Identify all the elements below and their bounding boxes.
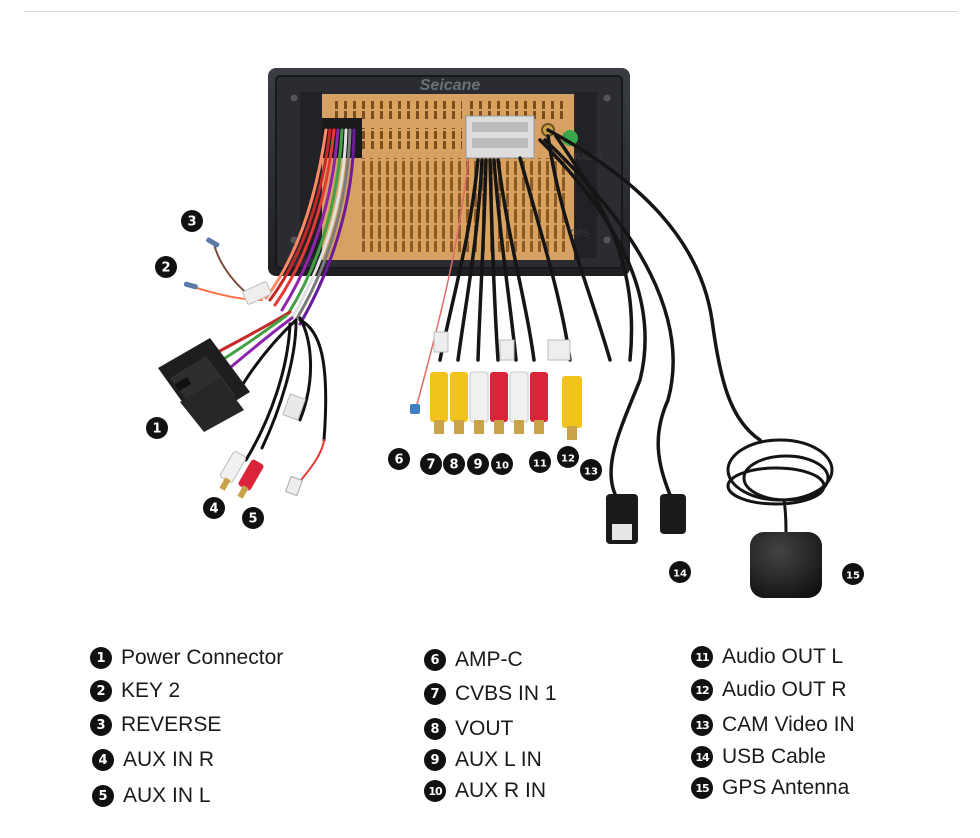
legend-label: Audio OUT L — [722, 645, 844, 668]
legend-number-badge: 13 — [691, 714, 713, 736]
top-divider — [24, 11, 958, 12]
callout-5: 5 — [242, 507, 264, 529]
legend-item-5: 5 AUX IN L — [92, 784, 211, 808]
legend-label: VOUT — [455, 717, 514, 740]
callout-number: 14 — [673, 569, 687, 580]
rca-bundle-wires — [415, 128, 762, 502]
callout-number: 11 — [533, 459, 547, 470]
legend-number-badge: 14 — [691, 746, 713, 768]
legend-item-12: 12 Audio OUT R — [691, 678, 847, 702]
rca-plugs-center — [430, 331, 582, 440]
legend-label: CAM Video IN — [722, 713, 855, 736]
legend-item-3: 3 REVERSE — [90, 713, 221, 737]
radio-port-label: RADIO — [574, 152, 603, 162]
callout-number: 6 — [394, 453, 403, 468]
callout-number: 1 — [152, 422, 161, 437]
legend-item-2: 2 KEY 2 — [90, 679, 180, 703]
legend-number-badge: 5 — [92, 785, 114, 807]
callout-number: 8 — [449, 458, 458, 473]
callout-number: 2 — [161, 261, 170, 276]
legend-label: AUX IN R — [123, 748, 215, 771]
legend-item-9: 9 AUX L IN — [424, 748, 542, 772]
callout-number: 13 — [584, 467, 598, 478]
legend-label: GPS Antenna — [722, 776, 850, 799]
callout-15: 15 — [842, 563, 864, 585]
key2-wire-tip — [183, 281, 198, 290]
legend-label: REVERSE — [121, 713, 222, 736]
callout-3: 3 — [181, 210, 203, 232]
brand-logo: Seicane — [420, 77, 481, 94]
callout-9: 9 — [467, 453, 489, 475]
callout-14: 14 — [669, 561, 691, 583]
legend-item-4: 4 AUX IN R — [92, 748, 214, 772]
callout-11: 11 — [529, 451, 551, 473]
callout-6: 6 — [388, 448, 410, 470]
legend-item-13: 13 CAM Video IN — [691, 713, 855, 737]
legend-number-badge: 1 — [90, 647, 112, 669]
legend-number-badge: 2 — [90, 680, 112, 702]
callout-4: 4 — [203, 497, 225, 519]
legend-number-badge: 8 — [424, 718, 446, 740]
callout-8: 8 — [443, 453, 465, 475]
legend-item-10: 10 AUX R IN — [424, 779, 546, 803]
legend-label: AUX IN L — [123, 784, 211, 807]
legend-label: Power Connector — [121, 646, 284, 669]
legend-number-badge: 11 — [691, 646, 713, 668]
wiring-diagram: RADIO GPS Seicane — [146, 68, 864, 598]
legend-item-6: 6 AMP-C — [424, 648, 523, 672]
legend-label: AUX L IN — [455, 748, 542, 771]
legend-label: AMP-C — [455, 648, 523, 671]
callout-number: 4 — [209, 502, 218, 517]
legend-number-badge: 3 — [90, 714, 112, 736]
callout-10: 10 — [491, 453, 513, 475]
legend-number-badge: 9 — [424, 749, 446, 771]
callout-number: 10 — [495, 461, 509, 472]
legend-number-badge: 10 — [424, 780, 446, 802]
legend-number-badge: 7 — [424, 683, 446, 705]
legend-label: KEY 2 — [121, 679, 181, 702]
legend-label: AUX R IN — [455, 779, 547, 802]
callout-1: 1 — [146, 417, 168, 439]
legend-number-badge: 12 — [691, 679, 713, 701]
aux-in-rca-left — [219, 451, 264, 499]
reverse-wire-tip — [206, 237, 220, 248]
callout-13: 13 — [580, 459, 602, 481]
legend-label: Audio OUT R — [722, 678, 847, 701]
callout-12: 12 — [557, 446, 579, 468]
usb-cable — [606, 494, 686, 544]
gps-port-label: GPS — [570, 228, 589, 238]
callout-7: 7 — [420, 453, 442, 475]
callout-number: 5 — [248, 512, 257, 527]
callout-number: 7 — [426, 458, 435, 473]
legend-item-7: 7 CVBS IN 1 — [424, 682, 557, 706]
legend-number-badge: 15 — [691, 777, 713, 799]
legend-item-1: 1 Power Connector — [90, 646, 283, 670]
power-connector — [158, 338, 250, 432]
legend-item-14: 14 USB Cable — [691, 745, 826, 769]
head-unit: RADIO GPS Seicane — [268, 68, 630, 276]
callout-number: 3 — [187, 215, 196, 230]
callout-number: 15 — [846, 571, 860, 582]
callout-number: 9 — [473, 458, 482, 473]
legend-item-11: 11 Audio OUT L — [691, 645, 843, 669]
callout-number: 12 — [561, 454, 575, 465]
callout-2: 2 — [155, 256, 177, 278]
amp-c-wire-tip — [410, 404, 420, 414]
legend-item-8: 8 VOUT — [424, 717, 513, 741]
legend-number-badge: 4 — [92, 749, 114, 771]
power-harness-wires — [189, 128, 356, 487]
legend-label: USB Cable — [722, 745, 826, 768]
legend-item-15: 15 GPS Antenna — [691, 776, 849, 800]
legend-label: CVBS IN 1 — [455, 682, 557, 705]
legend-number-badge: 6 — [424, 649, 446, 671]
gps-antenna — [726, 438, 834, 598]
